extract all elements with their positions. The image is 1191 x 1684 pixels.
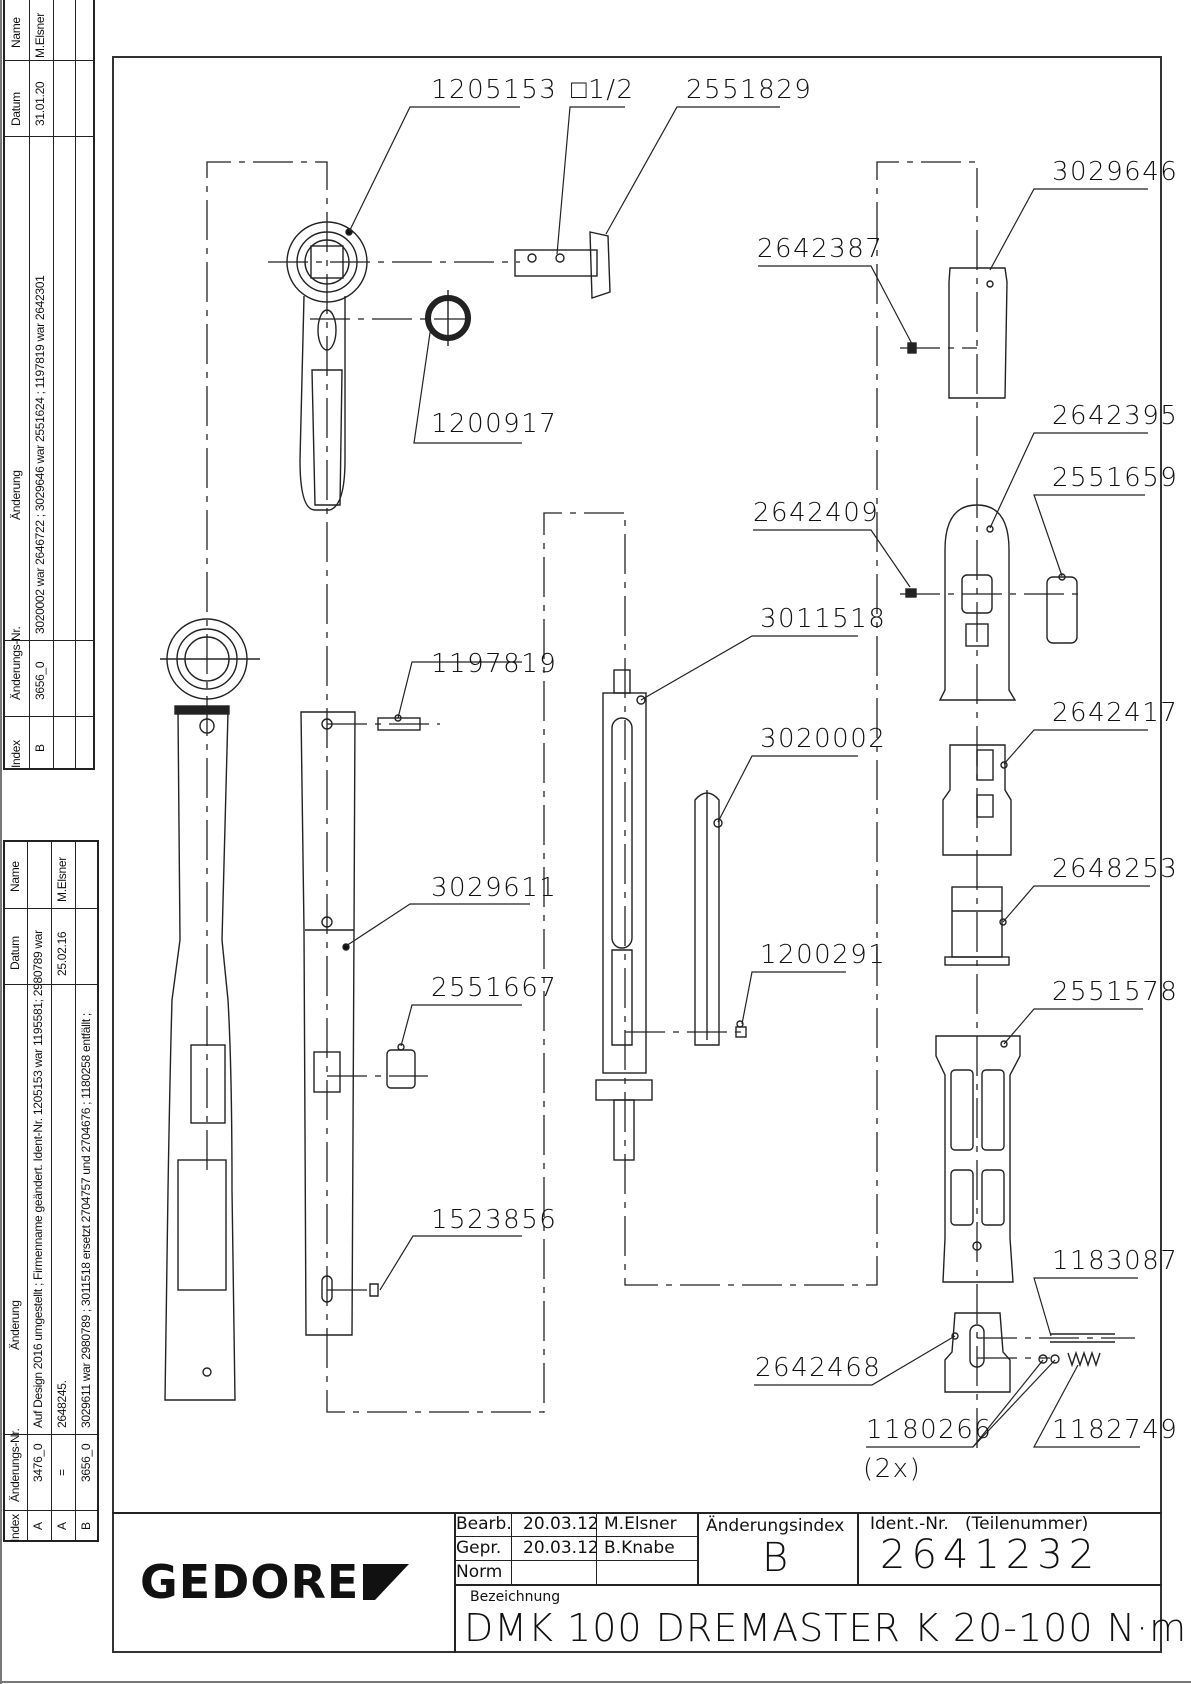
callout-2642417: 2642417 — [1052, 698, 1179, 728]
leader-lines — [345, 106, 1150, 1448]
housing-2642395-part — [938, 504, 1017, 701]
callout-quantity-2x: (2x) — [863, 1454, 922, 1484]
ring-2648253-part — [944, 886, 1010, 966]
ball-1180266-part — [1038, 1354, 1048, 1364]
revision-table-bottom: Name Datum Änderung Änderungs-Nr. Index … — [3, 840, 99, 1542]
callout-2642409: 2642409 — [753, 498, 880, 528]
callout-1182749: 1182749 — [1052, 1415, 1179, 1445]
tb-name-gepr: B.Knabe — [604, 1538, 675, 1558]
end-cap-2642468-part — [944, 1312, 1011, 1393]
callout-3029646: 3029646 — [1052, 157, 1179, 187]
gedore-logo-mark-icon — [363, 1564, 410, 1600]
callout-1523856: 1523856 — [431, 1205, 558, 1235]
gedore-logo-text: GEDORE — [140, 1555, 360, 1609]
callout-1197819: 1197819 — [431, 649, 558, 679]
drawing-frame — [112, 56, 1162, 1653]
tb-designation-label: Bezeichnung — [470, 1589, 561, 1605]
tb-date-bearb: 20.03.12 — [523, 1514, 599, 1534]
tb-name-bearb: M.Elsner — [604, 1514, 677, 1534]
callout-1183087: 1183087 — [1052, 1246, 1179, 1276]
callout-2551578: 2551578 — [1052, 977, 1179, 1007]
callout-1200291: 1200291 — [760, 940, 887, 970]
square-drive-part — [514, 231, 611, 299]
cap-part — [386, 1049, 416, 1089]
sleeve-3029646-part — [948, 267, 1008, 399]
grip-2551578-part — [935, 1035, 1021, 1283]
callout-1205153: 1205153 — [431, 75, 558, 105]
spring-1182749-part — [1067, 1350, 1101, 1368]
callout-1200917: 1200917 — [431, 409, 558, 439]
title-block — [112, 1512, 1162, 1653]
page-edge-bottom — [0, 1681, 1191, 1683]
cap-2551659-part — [1046, 576, 1078, 644]
screw-part — [369, 1283, 379, 1297]
display-2642417-part — [942, 744, 1012, 856]
revision-table-top: Name Datum Änderung Änderungs-Nr. Index … — [3, 0, 95, 770]
callout-1180266: 1180266 — [866, 1415, 993, 1445]
callout-2551667: 2551667 — [431, 973, 558, 1003]
tube-part — [300, 711, 356, 1336]
tb-change-index-value: B — [762, 1535, 789, 1581]
mechanism-part — [595, 669, 653, 1161]
page-edge-left — [0, 0, 2, 1684]
tb-label-norm: Norm — [456, 1562, 503, 1582]
gedore-logo: GEDORE — [140, 1555, 410, 1609]
callout-2642468: 2642468 — [755, 1353, 882, 1383]
tb-label-gepr: Gepr. — [456, 1538, 502, 1558]
tb-date-gepr: 20.03.12 — [523, 1538, 599, 1558]
callout-3011518: 3011518 — [760, 604, 887, 634]
callout-2642387: 2642387 — [757, 234, 884, 264]
tb-ident-label: Ident.-Nr. (Teilenummer) — [870, 1514, 1089, 1534]
callout-2642395: 2642395 — [1052, 401, 1179, 431]
pin-part — [377, 717, 421, 731]
callout-2648253: 2648253 — [1052, 854, 1179, 884]
callout-3029611: 3029611 — [431, 873, 558, 903]
callout-3020002: 3020002 — [760, 724, 887, 754]
callout-2551659: 2551659 — [1052, 463, 1179, 493]
tb-label-bearb: Bearb. — [456, 1514, 512, 1534]
assembled-wrench — [160, 618, 260, 1401]
screw-2642387-part — [907, 342, 917, 354]
tb-designation-value: DMK 100 DREMASTER K 20-100 N·m — [464, 1606, 1188, 1650]
tb-change-index-label: Änderungsindex — [706, 1516, 845, 1536]
scale-part — [694, 790, 723, 1046]
centerline-paths — [206, 161, 1135, 1450]
callout-2551829: 2551829 — [686, 75, 813, 105]
ratchet-head-part — [286, 221, 368, 511]
tb-ident-value: 2641232 — [880, 1532, 1101, 1578]
screw-2642409-part — [905, 588, 917, 598]
callout-square-drive: □1/2 — [571, 75, 635, 105]
